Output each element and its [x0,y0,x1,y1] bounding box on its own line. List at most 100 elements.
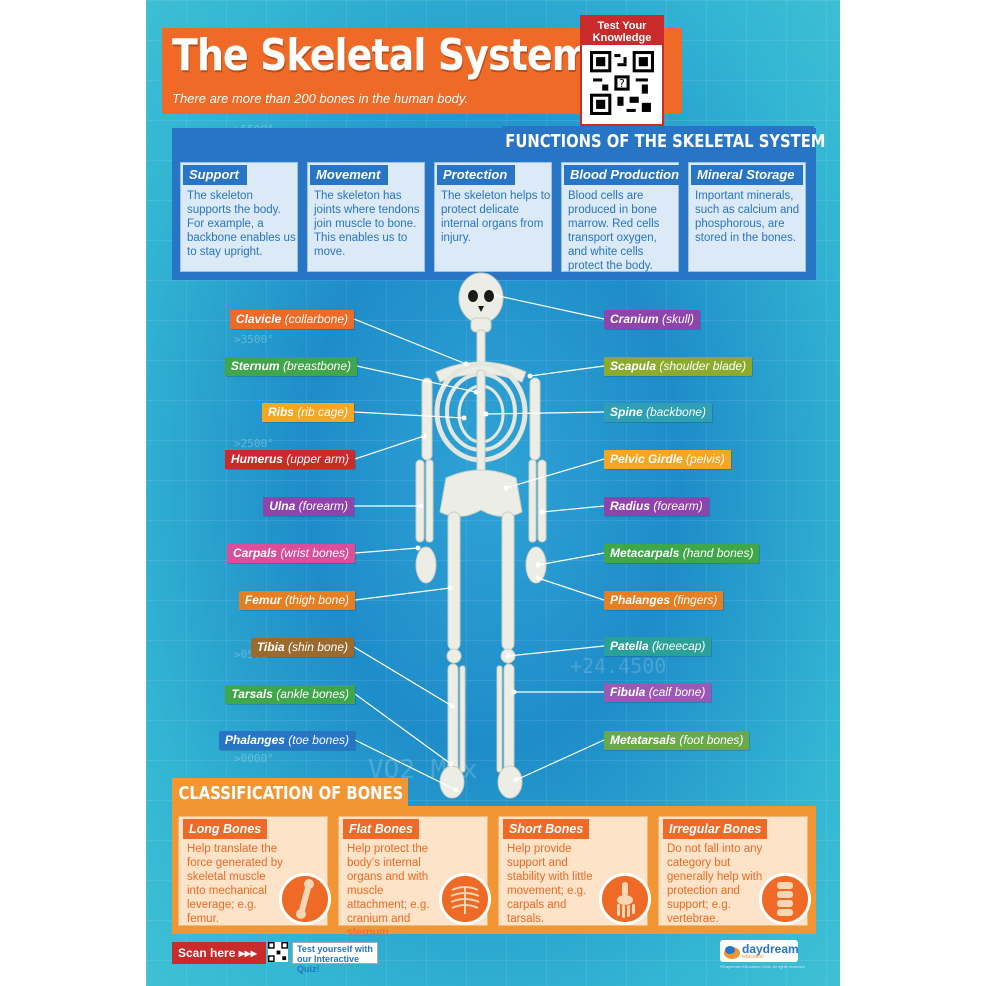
bone-common-name: (wrist bones) [280,546,349,560]
bone-common-name: (collarbone) [284,312,348,326]
bone-name: Scapula [610,359,657,373]
skull-shape [458,272,504,324]
label-sternum: Sternum (breastbone) [224,357,357,376]
qr-panel[interactable]: Test Your Knowledge ? [580,15,664,126]
bone-common-name: (rib cage) [297,405,348,419]
functions-heading: FUNCTIONS OF THE SKELETAL SYSTEM [502,126,825,158]
svg-text:?: ? [619,77,625,90]
functions-heading-text: FUNCTIONS OF THE SKELETAL SYSTEM [505,131,826,152]
bone-common-name: (backbone) [646,405,707,419]
foot-bones-icon [599,873,651,925]
brand-subtitle: education [742,954,764,960]
function-card-title: Protection [437,165,516,185]
label-carpals: Carpals (wrist bones) [226,544,355,563]
qr-heading: Test Your Knowledge [582,17,662,45]
small-qr-code-icon[interactable] [268,942,288,962]
label-femur: Femur (thigh bone) [238,591,355,610]
bone-name: Tarsals [231,687,273,701]
bone-name: Metacarpals [610,546,680,560]
bone-common-name: (thigh bone) [284,593,349,607]
bone-common-name: (toe bones) [288,733,349,747]
background-text: +24.4500 [570,654,667,678]
function-card-title: Support [183,165,247,185]
bone-name: Carpals [232,546,277,560]
qr-code-icon[interactable]: ? [590,51,654,115]
bone-common-name: (calf bone) [648,685,706,699]
bone-name: Humerus [230,452,283,466]
label-clavicle: Clavicle (collarbone) [229,310,354,329]
label-patella: Patella (kneecap) [604,637,712,656]
function-card-text: The skeleton helps to protect delicate i… [441,190,551,244]
bone-common-name: (pelvis) [686,452,725,466]
bone-common-name: (foot bones) [679,733,744,747]
background-text: >0000° [234,752,274,765]
bone-common-name: (upper arm) [286,452,349,466]
label-metacarpals: Metacarpals (hand bones) [604,544,760,563]
bone-common-name: (hand bones) [682,546,754,560]
bone-common-name: (shoulder blade) [659,359,747,373]
bone-name: Spine [610,405,643,419]
skeleton-illustration [353,272,605,799]
label-radius: Radius (forearm) [604,497,709,516]
classification-heading: CLASSIFICATION OF BONES [172,778,408,810]
label-metatarsals: Metatarsals (foot bones) [604,731,750,750]
bone-name: Patella [610,639,649,653]
function-card-text: Blood cells are produced in bone marrow.… [568,190,660,272]
class-card-long-bones: Long Bones Help translate the force gene… [178,816,331,926]
class-card-text: Help protect the body's internal organs … [347,843,430,939]
bone-name: Femur [244,593,282,607]
bone-common-name: (shin bone) [287,640,348,654]
interactive-quiz-link[interactable]: Test yourself with our Interactive Quiz! [292,942,378,974]
bone-common-name: (ankle bones) [276,687,349,701]
poster: >5500° >3500° >2500° >0500° >0000° +24.4… [146,0,840,986]
label-phalanges-toes: Phalanges (toe bones) [218,731,355,750]
background-text: >2500° [234,437,274,450]
function-card-title: Blood Production [564,165,688,185]
bone-common-name: (fingers) [673,593,718,607]
vertebrae-icon [759,873,811,925]
bone-name: Phalanges [224,733,285,747]
copyright-text: ©Daydream Education 2018. All rights res… [720,964,806,969]
function-card-mineral-storage: Mineral Storage Important minerals, such… [688,162,806,272]
background-text: >3500° [234,333,274,346]
rib-cage-icon [439,873,491,925]
label-tibia: Tibia (shin bone) [250,638,354,657]
function-card-text: The skeleton supports the body. For exam… [187,190,296,258]
function-card-protection: Protection The skeleton helps to protect… [434,162,552,272]
function-card-text: The skeleton has joints where tendons jo… [314,190,420,258]
class-card-irregular-bones: Irregular Bones Do not fall into any cat… [658,816,811,926]
class-card-text: Do not fall into any category but genera… [667,843,763,925]
label-ribs: Ribs (rib cage) [261,403,354,422]
function-card-support: Support The skeleton supports the body. … [180,162,298,272]
class-card-text: Help translate the force generated by sk… [187,843,283,925]
function-card-text: Important minerals, such as calcium and … [695,190,800,244]
label-cranium: Cranium (skull) [604,310,701,329]
brand-cloud-icon [724,946,740,959]
scan-here-button[interactable]: Scan here ▸▸▸ [172,942,266,964]
class-card-title: Flat Bones [343,819,419,839]
label-ulna: Ulna (forearm) [263,497,354,516]
bone-name: Phalanges [610,593,671,607]
function-card-title: Movement [310,165,389,185]
bone-name: Tibia [256,640,285,654]
page-title: The Skeletal System [172,30,591,81]
bone-name: Radius [610,499,651,513]
bone-name: Pelvic Girdle [610,452,683,466]
class-card-title: Short Bones [503,819,590,839]
bone-name: Ribs [267,405,294,419]
label-humerus: Humerus (upper arm) [224,450,355,469]
class-card-title: Irregular Bones [663,819,768,839]
bone-name: Clavicle [235,312,282,326]
class-card-text: Help provide support and stability with … [507,843,593,925]
function-card-blood-production: Blood Production Blood cells are produce… [561,162,688,272]
function-card-movement: Movement The skeleton has joints where t… [307,162,425,272]
bone-name: Cranium [610,312,659,326]
bone-common-name: (breastbone) [282,359,351,373]
classification-heading-text: CLASSIFICATION OF BONES [178,783,404,804]
label-phalanges-fingers: Phalanges (fingers) [604,591,724,610]
bone-common-name: (forearm) [298,499,348,513]
function-card-title: Mineral Storage [691,165,803,185]
bone-name: Metatarsals [610,733,677,747]
bone-name: Ulna [269,499,296,513]
bone-common-name: (skull) [662,312,695,326]
